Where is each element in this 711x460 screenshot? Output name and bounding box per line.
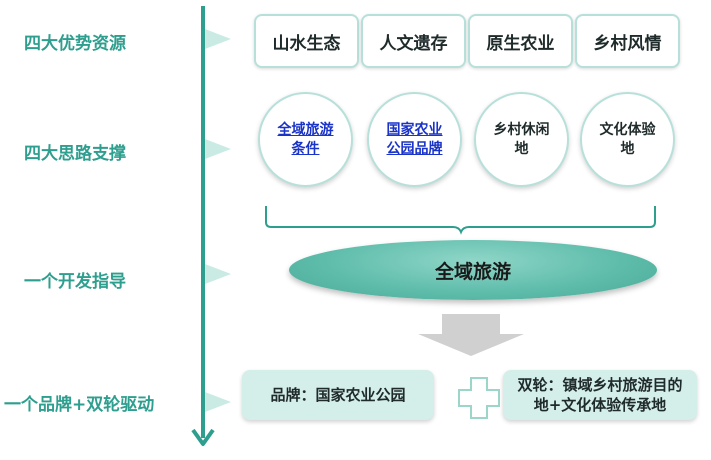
guidance-ellipse: 全域旅游 [289, 240, 657, 300]
resource-box: 山水生态 [254, 14, 359, 68]
axis-arrowhead [191, 428, 215, 446]
grouping-brace [265, 206, 656, 235]
dual-wheel-box: 双轮：镇域乡村旅游目的地+文化体验传承地 [503, 370, 697, 420]
row-label-resources: 四大优势资源 [24, 34, 126, 54]
row-pointer-guidance [205, 264, 231, 284]
brand-label: 品牌：国家农业公园 [270, 386, 406, 404]
down-arrow-icon [418, 314, 524, 356]
strategy-circle-label[interactable]: 全域旅游条件 [277, 121, 334, 157]
strategy-circle-label: 乡村休闲地 [493, 121, 550, 157]
resource-box: 乡村风情 [575, 14, 680, 68]
strategy-circle: 乡村休闲地 [474, 92, 569, 187]
dual-wheel-label: 双轮：镇域乡村旅游目的地+文化体验传承地 [517, 376, 683, 414]
resource-box: 人文遗存 [361, 14, 466, 68]
plus-icon [458, 377, 500, 419]
strategy-circle[interactable]: 国家农业公园品牌 [367, 92, 462, 187]
row-label-strategies: 四大思路支撑 [24, 144, 126, 164]
strategy-circle-label: 文化体验地 [599, 121, 656, 157]
brand-box: 品牌：国家农业公园 [242, 370, 434, 420]
strategy-circle[interactable]: 全域旅游条件 [258, 92, 353, 187]
strategy-circle: 文化体验地 [580, 92, 675, 187]
strategy-circle-label[interactable]: 国家农业公园品牌 [386, 121, 443, 157]
guidance-label: 全域旅游 [434, 260, 511, 283]
row-pointer-strategies [205, 139, 231, 159]
row-label-guidance: 一个开发指导 [24, 272, 126, 292]
row-label-brand: 一个品牌+双轮驱动 [4, 395, 155, 415]
row-pointer-brand [205, 392, 231, 412]
row-pointer-resources [205, 29, 231, 49]
resource-box: 原生农业 [468, 14, 573, 68]
